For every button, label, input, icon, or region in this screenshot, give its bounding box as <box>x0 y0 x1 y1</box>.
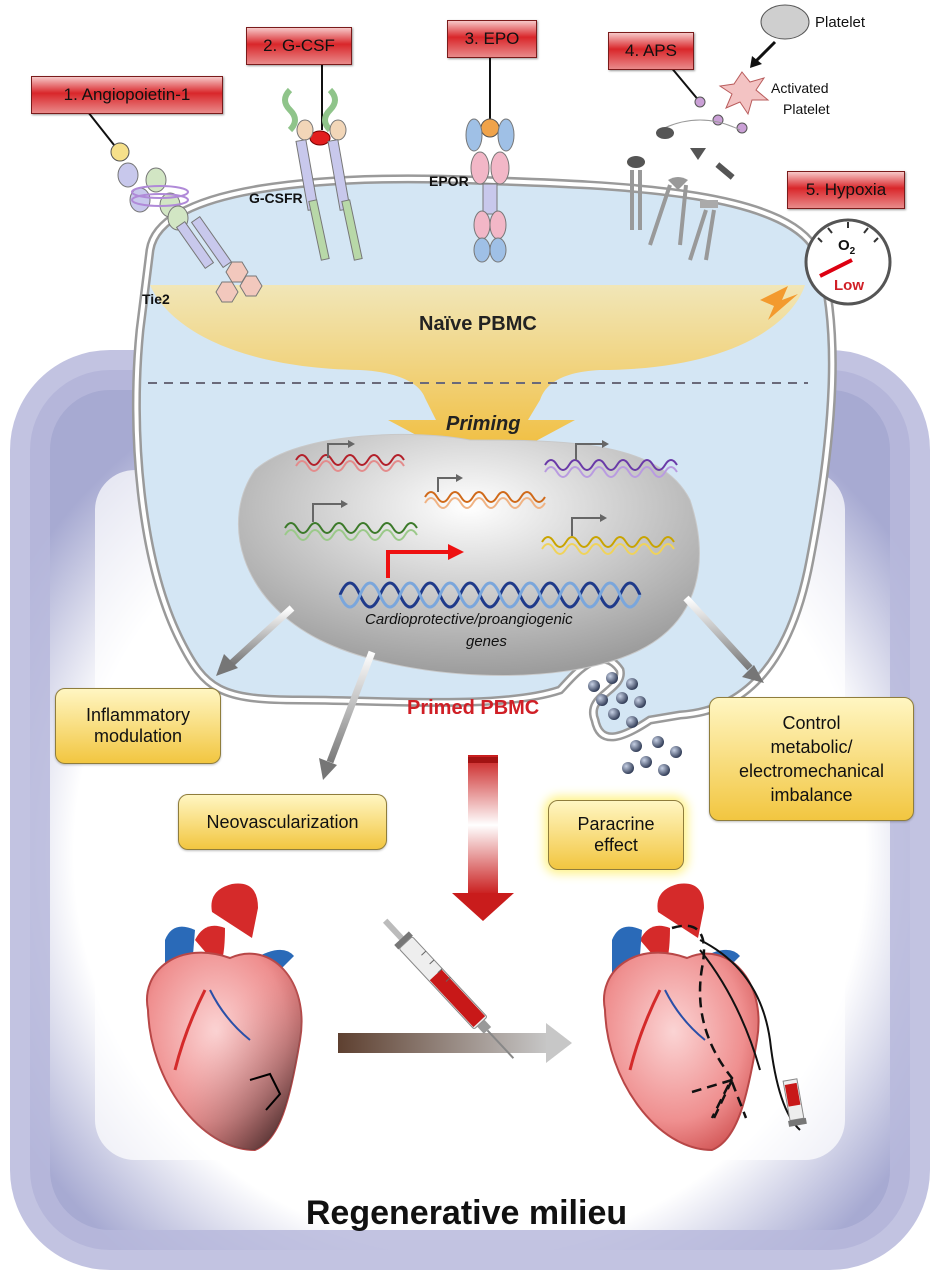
activated-platelet-label-1: Activated <box>771 80 829 96</box>
gene-orange-strand <box>424 474 546 509</box>
epor-label: EPOR <box>429 173 469 189</box>
hypoxia-label: 5. Hypoxia <box>787 171 905 209</box>
aps-label: 4. APS <box>608 32 694 70</box>
inflammatory-line2: modulation <box>93 726 183 746</box>
priming-label: Priming <box>446 413 521 435</box>
nucleus <box>237 433 700 676</box>
paracrine-effect-box: Paracrine effect <box>548 800 684 870</box>
primed-injection-arrow <box>452 755 514 921</box>
platelet-label: Platelet <box>815 14 866 31</box>
primed-pbmc-label: Primed PBMC <box>407 697 540 719</box>
arrow-to-neovascularization <box>319 650 376 780</box>
activated-platelet <box>718 71 770 116</box>
tie2-receptor <box>87 111 263 303</box>
o2-symbol: O <box>838 237 850 254</box>
paracrine-line1: Paracrine <box>577 814 655 834</box>
neovascularization-text: Neovascularization <box>206 811 359 832</box>
activated-platelet-label-2: Platelet <box>783 101 830 117</box>
gene-gold-strand <box>541 514 675 555</box>
gene-green-strand <box>284 500 418 541</box>
damaged-heart <box>145 883 303 1152</box>
arrow-to-control <box>683 595 764 683</box>
epo-label: 3. EPO <box>447 20 537 58</box>
o2-label: O2 <box>838 237 855 257</box>
gene-purple-strand <box>544 440 678 478</box>
inflammatory-line1: Inflammatory <box>85 705 191 725</box>
control-line4: imbalance <box>770 785 853 805</box>
gcsf-label: 2. G-CSF <box>246 27 352 65</box>
resting-platelet <box>750 4 810 68</box>
inflammatory-modulation-box: Inflammatory modulation <box>55 688 221 764</box>
gcsf-receptor <box>282 64 363 261</box>
control-line2: metabolic/ <box>770 737 853 757</box>
gcsfr-label: G-CSFR <box>249 190 303 206</box>
o2-level-label: Low <box>834 277 864 294</box>
aps-receptors <box>626 59 748 261</box>
neovascularization-box: Neovascularization <box>178 794 387 850</box>
regenerative-milieu-title: Regenerative milieu <box>305 1194 628 1232</box>
epo-receptor <box>465 56 515 263</box>
angiopoietin-label: 1. Angiopoietin-1 <box>31 76 223 114</box>
paracrine-line2: effect <box>594 835 638 855</box>
o2-subscript: 2 <box>849 246 856 257</box>
hypoxia-gauge <box>760 218 892 320</box>
tie2-label: Tie2 <box>142 291 170 307</box>
control-imbalance-box: Control metabolic/ electromechanical imb… <box>709 697 914 821</box>
priming-band <box>150 285 805 470</box>
secreted-vesicles <box>588 672 682 776</box>
gene-red-strand <box>295 440 405 472</box>
treated-heart <box>602 883 807 1152</box>
genes-label-line2: genes <box>466 633 507 650</box>
naive-pbmc-label: Naïve PBMC <box>419 313 537 335</box>
control-line1: Control <box>782 713 841 733</box>
gene-cardioprotective-strand <box>338 544 642 609</box>
control-line3: electromechanical <box>738 761 885 781</box>
syringe <box>382 918 515 1059</box>
genes-label-line1: Cardioprotective/proangiogenic <box>365 611 573 628</box>
arrow-to-inflammatory <box>216 605 295 676</box>
